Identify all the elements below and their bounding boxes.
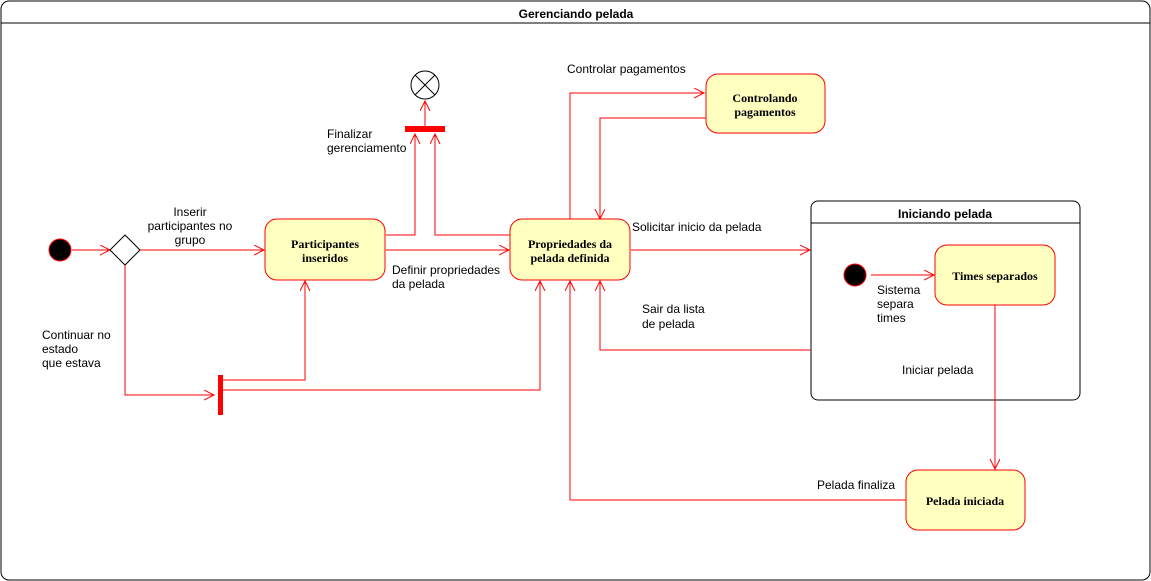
flow-fork-to-propriedades <box>221 281 540 391</box>
state-label-line-1: Controlando <box>732 91 797 105</box>
svg-text:da pelada: da pelada <box>392 277 445 291</box>
svg-text:Sistema: Sistema <box>877 283 921 297</box>
state-pelada-iniciada[interactable]: Pelada iniciada <box>905 469 1026 531</box>
label-sistema-separa-times: Sistema separa times <box>877 283 921 325</box>
flow-controlando-to-propriedades <box>600 117 706 219</box>
initial-node <box>48 238 72 262</box>
svg-text:Definir propriedades: Definir propriedades <box>392 263 500 277</box>
svg-text:que estava: que estava <box>42 356 101 370</box>
svg-text:estado: estado <box>42 342 78 356</box>
label-iniciar-pelada: Iniciar pelada <box>902 363 974 377</box>
flow-participantes-to-join <box>386 134 415 236</box>
svg-text:times: times <box>877 311 906 325</box>
svg-text:Finalizar: Finalizar <box>327 127 372 141</box>
label-definir-propriedades: Definir propriedades da pelada <box>392 263 500 291</box>
label-continuar-estado: Continuar no estado que estava <box>42 328 111 370</box>
fork-bar <box>218 375 223 415</box>
state-label-line-2: pagamentos <box>734 105 796 119</box>
flow-iniciando-to-propriedades <box>600 281 811 351</box>
flow-final-node <box>410 70 440 100</box>
svg-text:de pelada: de pelada <box>642 317 695 331</box>
state-propriedades-pelada-definida[interactable]: Propriedades da pelada definida <box>509 218 631 281</box>
label-pelada-finaliza: Pelada finaliza <box>817 478 895 492</box>
label-solicitar-inicio: Solicitar inicio da pelada <box>632 220 762 234</box>
state-label: Times separados <box>952 269 1038 283</box>
state-participantes-inseridos[interactable]: Participantes inseridos <box>264 218 386 281</box>
state-label-line-2: inseridos <box>302 251 348 265</box>
state-times-separados[interactable]: Times separados <box>934 244 1056 306</box>
composite-title: Iniciando pelada <box>898 207 992 221</box>
state-label-line-1: Propriedades da <box>528 237 612 251</box>
join-bar <box>405 126 445 132</box>
frame-title: Gerenciando pelada <box>519 7 634 21</box>
state-label-line-2: pelada definida <box>530 251 609 265</box>
svg-text:separa: separa <box>877 297 914 311</box>
flow-propriedades-to-controlando <box>569 93 704 219</box>
sub-initial-node <box>843 263 867 287</box>
label-sair-lista: Sair da lista de pelada <box>642 302 705 331</box>
flow-propriedades-to-join <box>435 134 510 236</box>
flow-fork-to-participantes <box>221 281 305 381</box>
svg-text:Inserir: Inserir <box>173 205 206 219</box>
label-inserir-participantes: Inserir participantes no grupo <box>148 205 233 247</box>
svg-text:gerenciamento: gerenciamento <box>327 141 407 155</box>
flow-decision-to-fork <box>124 265 214 395</box>
svg-text:Sair da lista: Sair da lista <box>642 302 705 316</box>
transitions <box>72 93 995 501</box>
state-controlando-pagamentos[interactable]: Controlando pagamentos <box>705 73 826 134</box>
decision-node <box>109 234 141 266</box>
svg-text:participantes no: participantes no <box>148 219 233 233</box>
label-finalizar-gerenciamento: Finalizar gerenciamento <box>327 127 407 155</box>
label-controlar-pagamentos: Controlar pagamentos <box>567 62 686 76</box>
svg-text:Continuar no: Continuar no <box>42 328 111 342</box>
svg-text:grupo: grupo <box>175 233 206 247</box>
state-label: Pelada iniciada <box>926 494 1004 508</box>
state-label-line-1: Participantes <box>291 237 359 251</box>
flow-pelada-iniciada-to-propriedades <box>570 281 906 501</box>
